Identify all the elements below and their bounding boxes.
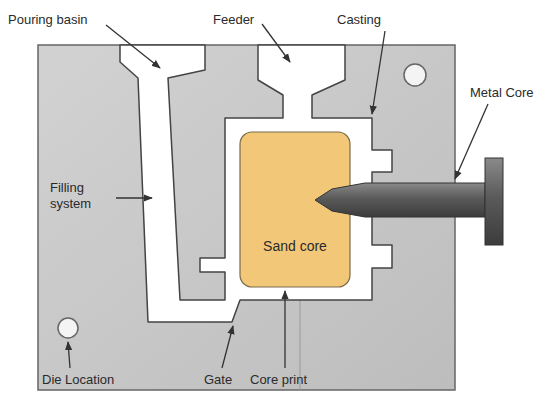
sand-core: Sand core — [240, 132, 350, 287]
die-location-hole — [404, 64, 426, 86]
part-label: Core print — [250, 372, 307, 388]
part-label: Feeder — [213, 12, 254, 28]
leader-line — [116, 197, 152, 198]
part-label: Metal Core — [470, 85, 534, 101]
leader-line — [455, 104, 488, 179]
part-label: Casting — [337, 12, 381, 28]
node-label: Sand core — [263, 238, 327, 254]
part-label: Gate — [204, 372, 232, 388]
die-location-hole — [58, 318, 78, 338]
metal-core-shaft — [315, 183, 485, 217]
mould-cavity — [120, 45, 392, 322]
leader-line — [106, 25, 160, 68]
part-label: Filling system — [50, 180, 112, 213]
leader-line — [222, 326, 233, 368]
leader-line — [68, 342, 70, 368]
part-label: Pouring basin — [8, 12, 88, 28]
leader-line — [372, 31, 385, 114]
leader-line — [262, 24, 290, 62]
leader-line — [284, 291, 285, 368]
metal-core-plate — [485, 158, 503, 245]
part-label: Die Location — [42, 372, 114, 388]
